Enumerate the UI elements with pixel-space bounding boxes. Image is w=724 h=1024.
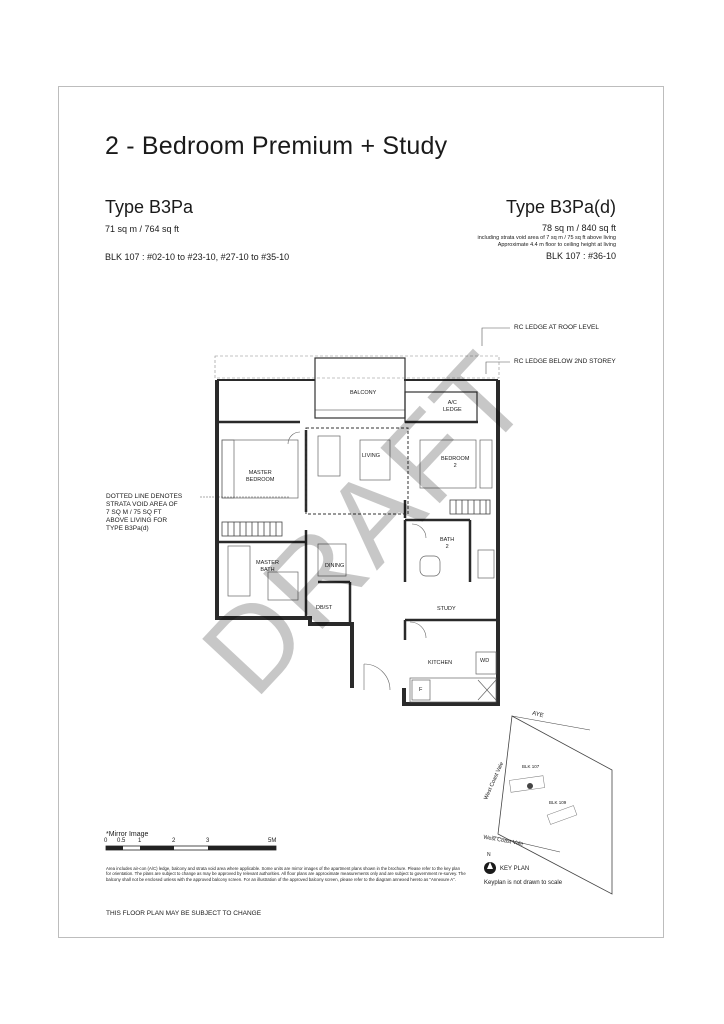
label-master-bedroom: MASTER BEDROOM bbox=[246, 470, 274, 483]
unit-area-right: 78 sq m / 840 sq ft bbox=[541, 223, 616, 233]
keyplan-blk109: BLK 109 bbox=[549, 800, 567, 805]
dining-table bbox=[317, 543, 347, 577]
master-bedroom-line2: BEDROOM bbox=[246, 476, 275, 483]
scale-tick-5m: 5M bbox=[268, 838, 277, 844]
scale-tick-3: 3 bbox=[206, 838, 210, 844]
mirror-image-note: *Mirror Image bbox=[106, 831, 149, 838]
bath2-line2: 2 bbox=[445, 543, 449, 550]
unit-type-right: Type B3Pa(d) bbox=[505, 197, 616, 217]
external-walls bbox=[215, 379, 500, 706]
scale-bar bbox=[105, 845, 277, 851]
unit-note-right: including strata void area of 7 sq m / 7… bbox=[478, 235, 617, 249]
keyplan-north: N bbox=[487, 852, 491, 858]
master-bed bbox=[221, 439, 299, 499]
keyplan-blk107: BLK 107 bbox=[522, 764, 540, 769]
void-note: including strata void area of 7 sq m / 7… bbox=[477, 235, 617, 241]
scale-tick-2: 2 bbox=[172, 838, 176, 844]
ledge-below-callout: RC LEDGE BELOW 2ND STOREY bbox=[514, 358, 616, 365]
label-master-bath: MASTER BATH bbox=[256, 560, 279, 573]
strata-void-area bbox=[305, 427, 409, 515]
label-study: STUDY bbox=[437, 606, 456, 612]
bedroom2-bed bbox=[419, 439, 477, 489]
master-bath-line1: MASTER bbox=[256, 560, 279, 566]
keyplan-note: Keyplan is not drawn to scale bbox=[484, 880, 563, 886]
bath2-wc bbox=[419, 555, 441, 577]
bath2-line1: BATH bbox=[440, 537, 455, 543]
doors bbox=[287, 431, 427, 691]
washer-dryer bbox=[475, 651, 497, 675]
label-living: LIVING bbox=[362, 453, 381, 459]
label-bedroom2: BEDROOM 2 bbox=[441, 456, 469, 469]
label-dining: DINING bbox=[325, 563, 345, 569]
label-wd: WD bbox=[480, 658, 490, 664]
fridge-box bbox=[411, 679, 431, 701]
dotted-line-callout: DOTTED LINE DENOTES STRATA VOID AREA OF … bbox=[106, 493, 182, 533]
unit-blocks-left: BLK 107 : #02-10 to #23-10, #27-10 to #3… bbox=[105, 252, 290, 262]
roof-ledge-outline bbox=[214, 355, 500, 379]
label-kitchen: KITCHEN bbox=[428, 660, 453, 666]
scale-tick-1: 1 bbox=[138, 838, 142, 844]
label-ac-ledge: A/C LEDGE bbox=[443, 400, 462, 413]
master-bath-line2: BATH bbox=[260, 566, 275, 573]
label-fridge: F bbox=[419, 687, 423, 693]
kitchen-counter bbox=[409, 677, 497, 703]
callout-line-4: ABOVE LIVING FOR bbox=[106, 517, 168, 524]
sofa bbox=[317, 435, 341, 477]
ceiling-note: Approximate 4.4 m floor to ceiling heigh… bbox=[497, 242, 616, 248]
roof-ledge-callout: RC LEDGE AT ROOF LEVEL bbox=[514, 324, 600, 331]
label-balcony: BALCONY bbox=[350, 390, 377, 396]
subject-to-change-note: THIS FLOOR PLAN MAY BE SUBJECT TO CHANGE bbox=[106, 910, 262, 917]
page-border bbox=[58, 86, 664, 938]
scale-tick-0: 0 bbox=[104, 838, 108, 844]
scale-tick-05: 0.5 bbox=[117, 838, 126, 844]
disclaimer-text: Area includes air-con (A/C) ledge, balco… bbox=[106, 866, 466, 882]
internal-walls bbox=[217, 420, 498, 640]
callout-line-2: STRATA VOID AREA OF bbox=[106, 501, 178, 508]
label-dbst: DB/ST bbox=[316, 605, 333, 611]
callout-line-5: TYPE B3Pa(d) bbox=[106, 525, 149, 532]
bedroom2-line2: 2 bbox=[453, 462, 457, 469]
unit-blocks-right: BLK 107 : #36-10 bbox=[545, 251, 616, 261]
master-bath-fixtures bbox=[227, 545, 251, 597]
living-rug bbox=[359, 439, 391, 481]
callout-line-1: DOTTED LINE DENOTES bbox=[106, 493, 183, 500]
label-bath2: BATH 2 bbox=[440, 537, 454, 550]
callout-line-3: 7 SQ M / 75 SQ FT bbox=[106, 509, 162, 516]
wardrobes bbox=[221, 499, 491, 537]
page-title: 2 - Bedroom Premium + Study bbox=[105, 132, 448, 160]
keyplan-map bbox=[484, 715, 613, 895]
keyplan-label: KEY PLAN bbox=[500, 866, 530, 872]
unit-type-left: Type B3Pa bbox=[105, 197, 194, 217]
master-bedroom-line1: MASTER bbox=[248, 470, 272, 476]
ac-ledge-line2: LEDGE bbox=[443, 406, 462, 413]
ac-ledge-line1: A/C bbox=[447, 400, 457, 406]
furniture bbox=[221, 435, 497, 703]
bedroom2-line1: BEDROOM bbox=[441, 456, 470, 462]
unit-area-left: 71 sq m / 764 sq ft bbox=[105, 224, 180, 234]
bath2-shower bbox=[477, 549, 495, 579]
